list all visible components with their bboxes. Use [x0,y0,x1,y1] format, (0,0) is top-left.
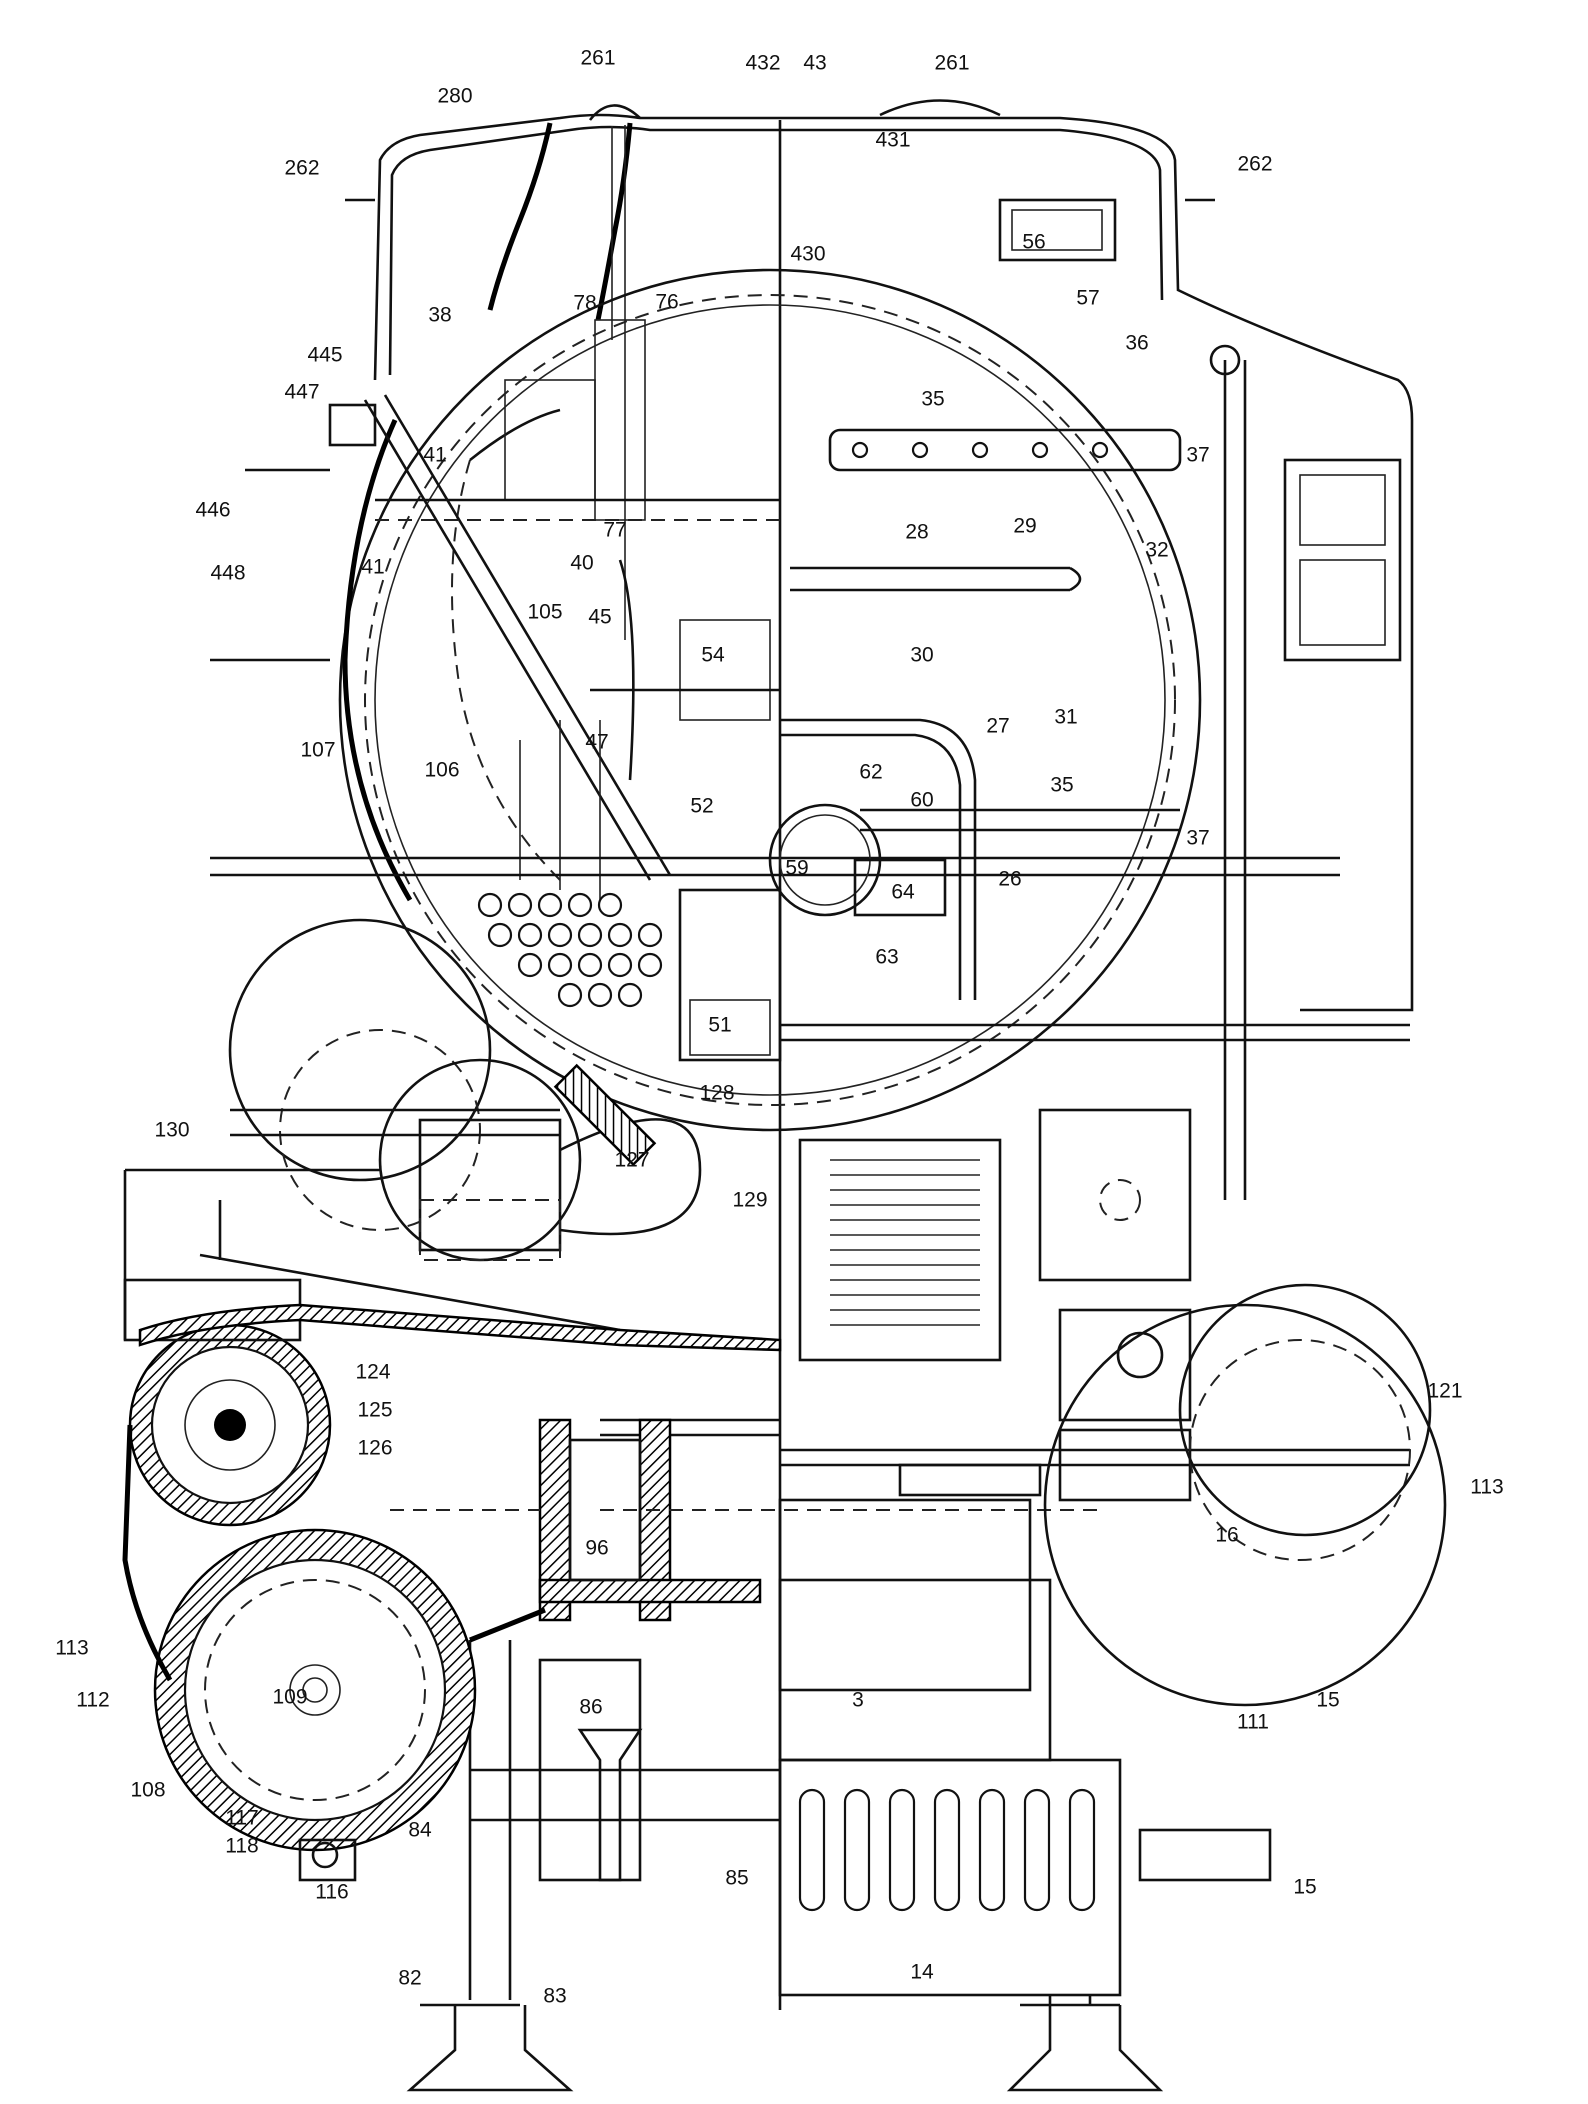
ref-16: 16 [1215,1523,1239,1547]
ref-130: 130 [154,1118,190,1142]
left-interior [210,319,1340,1062]
lower-machinery [390,1023,1447,2000]
ref-446: 446 [195,498,231,522]
ref-57: 57 [1076,286,1100,310]
ref-38: 38 [428,303,452,327]
ref-116: 116 [315,1880,349,1904]
ref-109: 109 [272,1685,308,1709]
ref-54: 54 [701,643,725,667]
ref-51: 51 [708,1013,732,1037]
ref-262-left: 262 [284,156,320,180]
ref-31: 31 [1054,705,1078,729]
ref-82: 82 [398,1966,422,1990]
ref-52: 52 [690,794,714,818]
ref-41-lower: 41 [361,555,385,579]
ref-261-left: 261 [580,46,616,70]
ref-125: 125 [357,1398,393,1422]
ref-126: 126 [357,1436,393,1460]
ref-64: 64 [891,880,915,904]
ref-280: 280 [437,84,473,108]
ref-78: 78 [573,291,597,315]
ref-47: 47 [585,730,609,754]
ref-83: 83 [543,1984,567,2008]
ref-127: 127 [614,1148,650,1172]
ref-41-upper: 41 [423,443,447,467]
perforations [477,892,663,1008]
ref-28: 28 [905,520,929,544]
ref-60: 60 [910,788,934,812]
ref-124: 124 [355,1360,391,1384]
ref-108: 108 [130,1778,166,1802]
ref-447: 447 [284,380,320,404]
ref-37-upper: 37 [1186,443,1210,467]
ref-77: 77 [603,518,627,542]
ref-129: 129 [732,1188,768,1212]
ref-3: 3 [852,1688,864,1712]
ref-113-right: 113 [1470,1475,1504,1499]
ref-56: 56 [1022,230,1046,254]
drum [338,268,1202,1132]
ref-111: 111 [1237,1710,1269,1734]
ref-43: 43 [803,51,827,75]
ref-84: 84 [408,1818,432,1842]
ref-107: 107 [300,738,336,762]
ref-62: 62 [859,760,883,784]
ref-261-right: 261 [934,51,970,75]
ref-63: 63 [875,945,899,969]
ref-105: 105 [527,600,563,624]
ref-35-lower: 35 [1050,773,1074,797]
ref-445: 445 [307,343,343,367]
ref-26: 26 [998,867,1022,891]
ref-27: 27 [986,714,1010,738]
ref-448: 448 [210,561,246,585]
ref-85: 85 [725,1866,749,1890]
ref-15-lower: 15 [1293,1875,1317,1899]
ref-96: 96 [585,1536,609,1560]
pulley-system [122,1168,782,1882]
ref-35-upper: 35 [921,387,945,411]
ref-262-right: 262 [1237,152,1273,176]
ref-36: 36 [1125,331,1149,355]
ref-117: 117 [225,1806,259,1830]
ref-32: 32 [1145,538,1169,562]
ref-30: 30 [910,643,934,667]
ref-112: 112 [76,1688,110,1712]
rails [406,1995,1164,2092]
ref-29: 29 [1013,514,1037,538]
ref-59: 59 [785,856,809,880]
ref-45: 45 [588,605,612,629]
ref-113-left: 113 [55,1636,89,1660]
right-interior [768,198,1402,1200]
radiator-fins [830,1159,980,1326]
ref-40: 40 [570,551,594,575]
ref-106: 106 [424,758,460,782]
ref-430: 430 [790,242,826,266]
ref-128: 128 [699,1081,735,1105]
ref-14: 14 [910,1960,934,1984]
ref-431: 431 [875,128,911,152]
ref-432: 432 [745,51,781,75]
ref-118: 118 [225,1834,259,1858]
ref-121: 121 [1427,1379,1463,1403]
motor-region [228,918,702,1262]
ref-76: 76 [655,290,679,314]
ref-15-upper: 15 [1316,1688,1340,1712]
ref-86: 86 [579,1695,603,1719]
ref-37-lower: 37 [1186,826,1210,850]
